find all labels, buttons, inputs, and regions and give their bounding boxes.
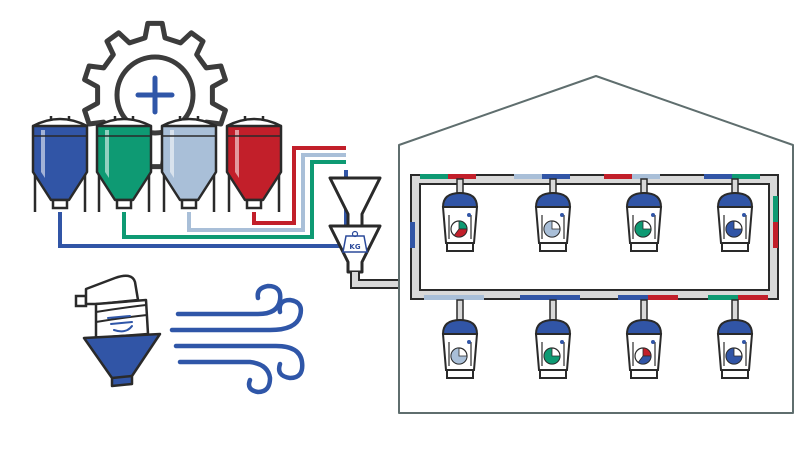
silo-green (95, 116, 153, 212)
feeder-top-1 (441, 178, 479, 252)
feeder-bottom-3 (625, 299, 663, 379)
pipe-marker (773, 222, 778, 248)
pipe-green (122, 160, 346, 239)
pipe-marker (454, 295, 484, 300)
pipe-color-markers (410, 174, 778, 300)
feeder-top-4 (716, 178, 754, 252)
weight-icon (342, 235, 368, 253)
feed-loop-inner (419, 183, 770, 291)
feeder-top-3 (625, 178, 663, 252)
pipe-marker (632, 174, 660, 179)
pipe-marker (738, 295, 768, 300)
pipe-red (252, 146, 346, 225)
pipe-marker (704, 174, 732, 179)
feeder-bottom-2 (534, 299, 572, 379)
feeders-top-row (441, 178, 754, 252)
pipe-marker (708, 295, 738, 300)
silo-red (225, 116, 283, 212)
plus-icon (135, 75, 175, 115)
pipe-marker (618, 295, 648, 300)
pipe-lightblue (187, 153, 346, 232)
weight-label: KG (349, 243, 360, 251)
pipe-marker (448, 174, 476, 179)
pipe-marker (424, 295, 454, 300)
cyclone-fan (74, 274, 162, 388)
barn-outline (398, 75, 794, 414)
pipe-marker (732, 174, 760, 179)
barn (398, 75, 794, 414)
air-flow-icon (107, 315, 133, 333)
top-funnel (328, 176, 382, 228)
pipe-marker (410, 222, 415, 248)
feeders-bottom-row (441, 299, 754, 379)
weigh-hopper: KG (328, 176, 382, 274)
feeder-bottom-1 (441, 299, 479, 379)
pipe-marker (648, 295, 678, 300)
silo-lightblue (160, 116, 218, 212)
feeder-bottom-4 (716, 299, 754, 379)
pipe-marker (604, 174, 632, 179)
pipe-marker (520, 295, 550, 300)
wind-icon (169, 283, 305, 395)
pipe-marker (420, 174, 448, 179)
silos (31, 116, 283, 212)
pipe-marker (514, 174, 542, 179)
pipe-marker (550, 295, 580, 300)
pipe-marker (773, 196, 778, 222)
pipe-marker (542, 174, 570, 179)
silo-blue (31, 116, 89, 212)
feeder-top-2 (534, 178, 572, 252)
